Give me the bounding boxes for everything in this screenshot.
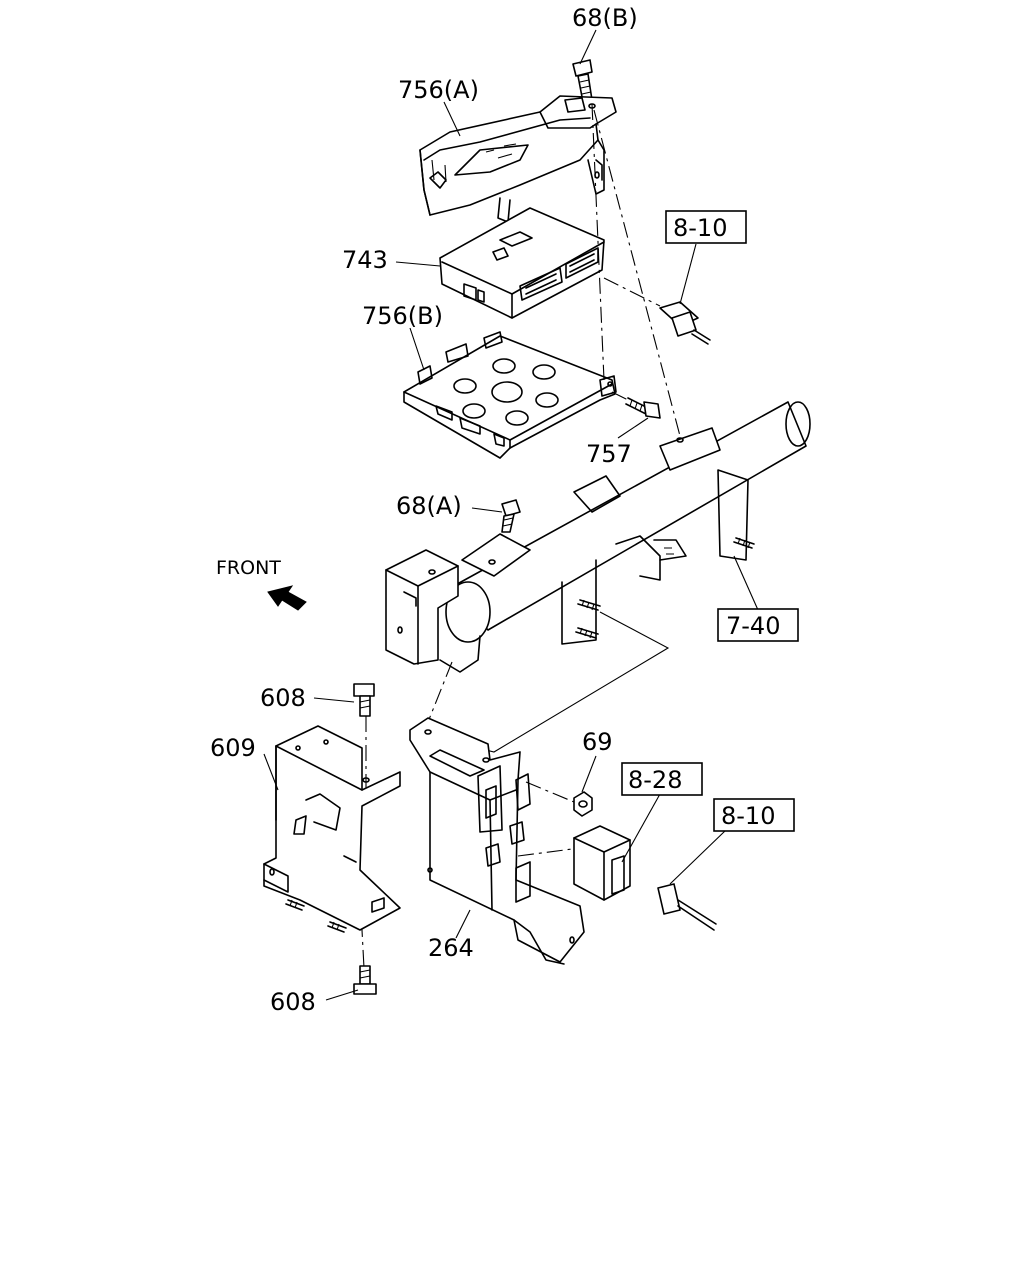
label-front: FRONT	[216, 557, 281, 579]
leader-68b	[579, 29, 597, 65]
center-line-8-28	[517, 847, 581, 857]
label-743: 743	[342, 246, 388, 274]
leader-8-10-top	[679, 243, 697, 305]
leader-68a	[471, 507, 503, 513]
label-608-bottom: 608	[270, 988, 316, 1016]
bracket-264	[409, 717, 585, 965]
center-line-757	[611, 391, 629, 401]
connector-8-10-top	[659, 301, 711, 345]
ref-label-8-10-bottom: 8-10	[721, 802, 775, 830]
label-68a: 68(A)	[396, 492, 462, 520]
connector-8-10-bottom	[657, 883, 717, 931]
ref-box-8-28[interactable]: 8-28	[621, 762, 703, 796]
center-line-tube-to-264	[427, 661, 453, 723]
ref-box-8-10-top[interactable]: 8-10	[665, 210, 747, 244]
bolt-757	[625, 397, 661, 419]
leader-69	[581, 755, 597, 793]
ref-label-8-10-top: 8-10	[673, 214, 727, 242]
controller-743	[439, 207, 605, 319]
leader-8-28	[621, 793, 661, 863]
bolt-608-bottom	[353, 965, 377, 995]
upper-bracket-756a	[419, 95, 617, 223]
nut-69	[573, 791, 593, 817]
ref-box-7-40[interactable]: 7-40	[717, 608, 799, 642]
leader-8-10-bottom	[669, 829, 727, 885]
label-756a: 756(A)	[398, 76, 479, 104]
leader-608-top	[313, 697, 355, 703]
bracket-609	[263, 725, 401, 933]
label-264: 264	[428, 934, 474, 962]
center-line-to-tube	[593, 109, 681, 437]
center-line-69	[525, 781, 575, 803]
label-69: 69	[582, 728, 613, 756]
leader-756b	[409, 327, 425, 371]
leader-609	[263, 753, 279, 791]
ref-label-8-28: 8-28	[628, 766, 682, 794]
bolt-608-top	[353, 683, 375, 717]
label-757: 757	[586, 440, 632, 468]
leader-743	[395, 261, 441, 267]
leader-756a	[443, 101, 461, 137]
leader-7-40	[733, 555, 759, 611]
relay-8-28	[573, 825, 631, 901]
label-608-top: 608	[260, 684, 306, 712]
label-756b: 756(B)	[362, 302, 443, 330]
label-68b: 68(B)	[572, 4, 638, 32]
bolt-68a	[501, 499, 521, 533]
label-609: 609	[210, 734, 256, 762]
bolt-68b	[572, 59, 593, 103]
ref-box-8-10-bottom[interactable]: 8-10	[713, 798, 795, 832]
leader-264	[455, 909, 471, 939]
lower-bracket-756b	[403, 331, 617, 459]
cross-car-beam	[385, 401, 811, 753]
arrow-up-left-icon	[267, 585, 307, 611]
leader-608-bottom	[325, 989, 359, 1001]
center-line-bolt-68b	[591, 103, 605, 381]
leader-757	[617, 417, 649, 439]
ref-label-7-40: 7-40	[726, 612, 780, 640]
center-line-controller-connector	[603, 277, 661, 307]
